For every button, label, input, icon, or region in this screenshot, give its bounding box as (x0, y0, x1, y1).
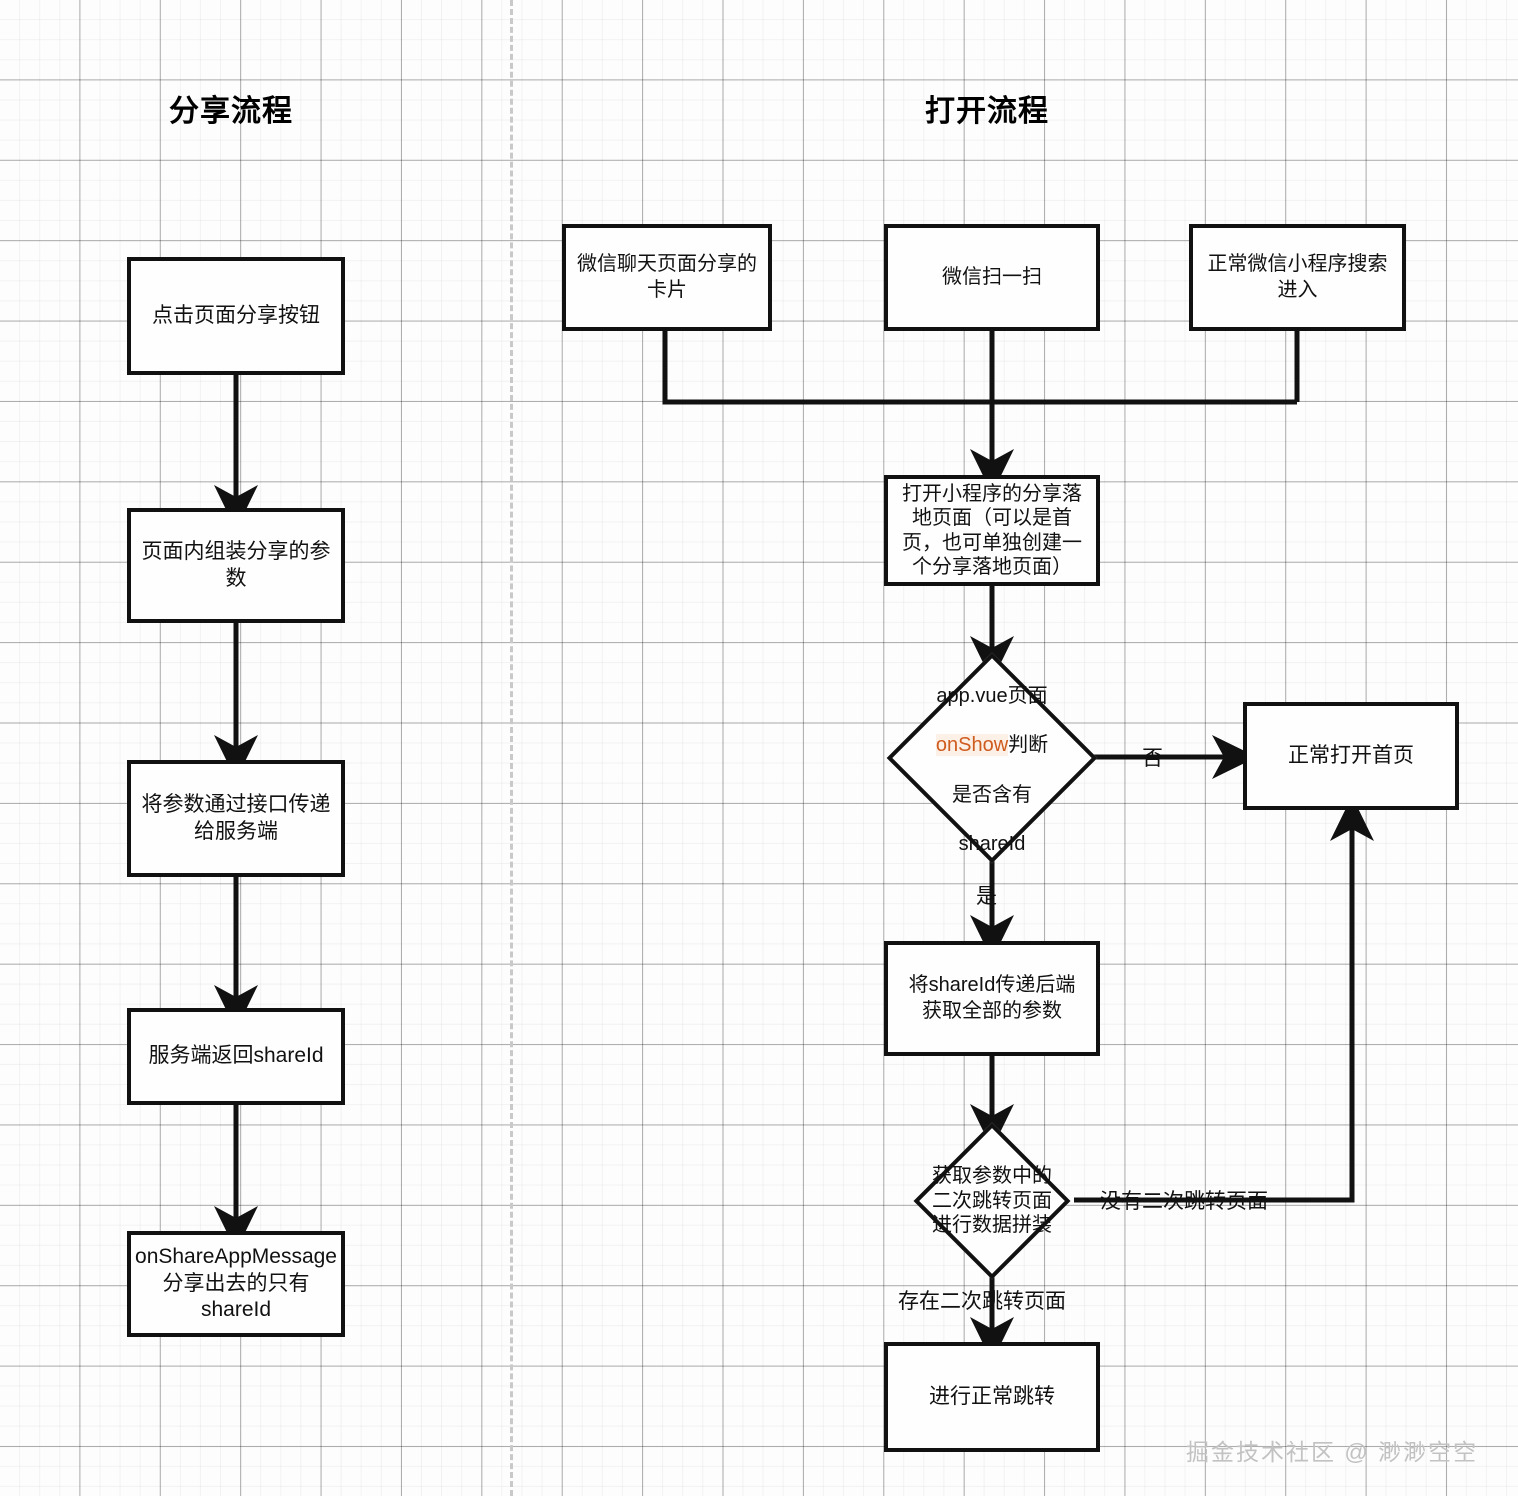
edge-label-no: 否 (1142, 747, 1163, 770)
node-label: app.vue页面 onShow判断 是否含有 shareId (935, 659, 1049, 857)
decision-line-2-rest: 判断 (1008, 734, 1049, 757)
edge-entry-bus (662, 331, 1297, 405)
node-label: 微信扫一扫 (942, 265, 1042, 288)
share-flow-title: 分享流程 (169, 95, 293, 128)
node-assemble-params[interactable]: 页面内组装分享的参 数 (127, 508, 345, 623)
decision-line-4: shareId (958, 833, 1026, 856)
node-wechat-scan[interactable]: 微信扫一扫 (884, 224, 1100, 331)
node-label: 将shareId传递后端 获取全部的参数 (908, 973, 1076, 1022)
node-label: 页面内组装分享的参 数 (141, 539, 331, 590)
decision-line-1: app.vue页面 (936, 684, 1048, 707)
onshow-highlight: onShow (935, 734, 1009, 757)
edge-label-no-second-redirect: 没有二次跳转页面 (1100, 1190, 1268, 1213)
node-label: 将参数通过接口传递 给服务端 (141, 792, 331, 843)
node-wechat-search-entry[interactable]: 正常微信小程序搜索 进入 (1189, 224, 1406, 331)
node-decision-onshow[interactable]: app.vue页面 onShow判断 是否含有 shareId (886, 652, 1098, 864)
node-send-params-to-server[interactable]: 将参数通过接口传递 给服务端 (127, 760, 345, 877)
node-normal-redirect[interactable]: 进行正常跳转 (884, 1342, 1100, 1452)
watermark: 掘金技术社区 @ 渺渺空空 (1186, 1439, 1479, 1465)
node-label: 服务端返回shareId (148, 1044, 324, 1068)
node-label: onShareAppMessage 分享出去的只有 shareId (135, 1244, 337, 1322)
node-decision-second-redirect[interactable]: 获取参数中的 二次跳转页面 进行数据拼装 (886, 1122, 1098, 1280)
node-label: 进行正常跳转 (929, 1384, 1055, 1408)
decision-line-3: 是否含有 (952, 783, 1032, 806)
node-label: 正常打开首页 (1288, 743, 1414, 767)
open-flow-title: 打开流程 (925, 95, 1049, 128)
edge-label-yes: 是 (976, 885, 997, 908)
node-pass-shareid-to-backend[interactable]: 将shareId传递后端 获取全部的参数 (884, 941, 1100, 1056)
node-wechat-chat-card[interactable]: 微信聊天页面分享的 卡片 (562, 224, 772, 331)
node-on-share-app-message[interactable]: onShareAppMessage 分享出去的只有 shareId (127, 1231, 345, 1337)
node-label: 点击页面分享按钮 (152, 303, 320, 327)
page-divider (510, 0, 513, 1496)
edge-label-has-second-redirect: 存在二次跳转页面 (898, 1290, 1066, 1313)
node-label: 获取参数中的 二次跳转页面 进行数据拼装 (932, 1164, 1052, 1237)
node-label: 正常微信小程序搜索 进入 (1207, 252, 1388, 301)
node-label: 微信聊天页面分享的 卡片 (577, 252, 757, 301)
node-open-home-page[interactable]: 正常打开首页 (1243, 702, 1459, 810)
node-label: 打开小程序的分享落 地页面（可以是首 页，也可单独创建一 个分享落地页面） (902, 482, 1082, 578)
node-server-returns-shareid[interactable]: 服务端返回shareId (127, 1008, 345, 1105)
edge-no-redirect-to-home (1074, 795, 1374, 1203)
node-click-share-button[interactable]: 点击页面分享按钮 (127, 257, 345, 375)
node-open-landing-page[interactable]: 打开小程序的分享落 地页面（可以是首 页，也可单独创建一 个分享落地页面） (884, 475, 1100, 586)
